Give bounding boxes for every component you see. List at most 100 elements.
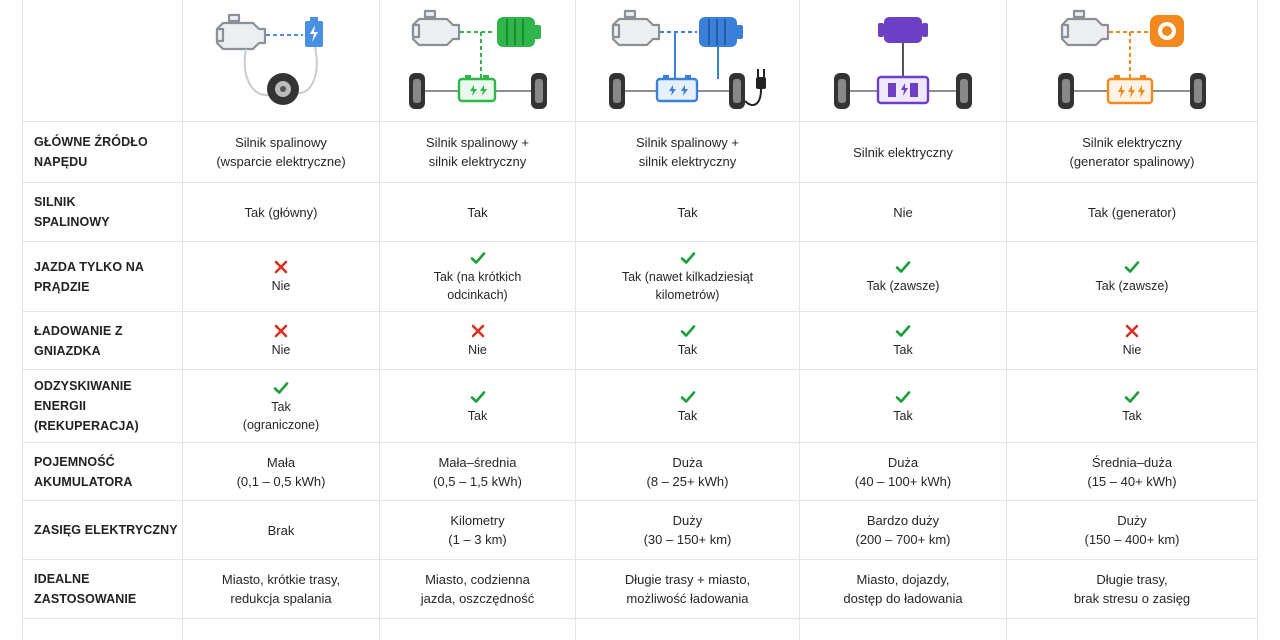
grid-line (1257, 0, 1258, 640)
cell-text: Tak (1122, 408, 1142, 423)
table-cell-hev: Tak (380, 370, 575, 442)
grid-line (22, 369, 1258, 370)
table-cell-mhev: Tak (ograniczone) (183, 370, 379, 442)
check-icon (470, 390, 485, 403)
cell-text: Nie (271, 343, 291, 357)
table-cell-hev: Kilometry (1 – 3 km) (380, 501, 575, 559)
row-label-text: POJEMNOŚĆ AKUMULATORA (34, 454, 133, 489)
cell-text: Bardzo duży (200 – 700+ km) (855, 513, 951, 547)
row-label-text: ŁADOWANIE Z GNIAZDKA (34, 323, 123, 358)
table-cell-bev: Tak (zawsze) (800, 242, 1006, 311)
table-cell-bev: Tak (800, 370, 1006, 442)
table-cell-mhev: Brak (183, 501, 379, 559)
cell-text: Tak (467, 204, 488, 220)
row-electric-range: ZASIĘG ELEKTRYCZNY Brak Kilometry (1 – 3 k… (22, 501, 1258, 559)
table-cell-phev: Tak (576, 183, 799, 241)
row-energy-recovery: ODZYSKIWANIE ENERGII (REKUPERACJA) Tak (o… (22, 370, 1258, 442)
cell-text: Tak (zawsze) (1095, 279, 1169, 293)
grid-line (1006, 0, 1007, 640)
row-label-text: IDEALNE ZASTOSOWANIE (34, 572, 137, 606)
row-label: IDEALNE ZASTOSOWANIE (34, 560, 182, 618)
grid-line (575, 0, 576, 640)
table-cell-phev: Długie trasy + miasto, możliwość ładowan… (576, 560, 799, 618)
cell-text: Tak (677, 204, 698, 220)
table-cell-bev: Bardzo duży (200 – 700+ km) (800, 501, 1006, 559)
check-icon (470, 252, 485, 264)
row-label-text: ZASIĘG ELEKTRYCZNY (34, 523, 178, 537)
cell-text: Silnik spalinowy + silnik elektryczny (636, 135, 739, 169)
grid-line (22, 618, 1258, 619)
table-cell-erev: Średnia–duża (15 – 40+ kWh) (1007, 443, 1257, 500)
cell-text: Silnik spalinowy + silnik elektryczny (426, 135, 529, 169)
grid-line (22, 182, 1258, 183)
table-cell-hev: Tak (na krótkich odcinkach) (380, 242, 575, 311)
table-cell-erev: Duży (150 – 400+ km) (1007, 501, 1257, 559)
table-cell-mhev: Nie (183, 242, 379, 311)
grid-line (182, 0, 183, 640)
cell-text: Tak (główny) (244, 204, 318, 220)
row-label: ZASIĘG ELEKTRYCZNY (34, 501, 182, 559)
row-label: ŁADOWANIE Z GNIAZDKA (34, 312, 182, 369)
table-cell-hev: Miasto, codzienna jazda, oszczędność (380, 560, 575, 618)
table-cell-hev: Tak (380, 183, 575, 241)
row-label: JAZDA TYLKO NA PRĄDZIE (34, 242, 182, 311)
comparison-table: GŁÓWNE ŹRÓDŁO NAPĘDU Silnik spalinowy (ws… (22, 0, 1258, 640)
engine-generator-battery-axle-icon (1007, 0, 1257, 120)
cell-text: Miasto, dojazdy, dostęp do ładowania (843, 572, 963, 606)
cross-icon (1125, 324, 1139, 338)
cell-text: Tak (893, 343, 913, 357)
motor-battery-axle-icon (800, 0, 1006, 120)
table-cell-mhev: Mała (0,1 – 0,5 kWh) (183, 443, 379, 500)
check-icon (1124, 261, 1140, 273)
row-main-drive: GŁÓWNE ŹRÓDŁO NAPĘDU Silnik spalinowy (ws… (22, 122, 1258, 182)
cell-text: Tak (467, 408, 488, 423)
cell-text: Duży (150 – 400+ km) (1084, 513, 1180, 547)
cell-text: Silnik spalinowy (wsparcie elektryczne) (216, 135, 346, 169)
table-cell-bev: Nie (800, 183, 1006, 241)
cell-text: Miasto, krótkie trasy, redukcja spalania (221, 572, 341, 606)
cell-text: Silnik elektryczny (853, 144, 953, 160)
cell-text: Tak (677, 408, 698, 423)
cell-text: Tak (nawet kilkadziesiąt kilometrów) (621, 270, 754, 302)
table-cell-erev: Tak (1007, 370, 1257, 442)
cell-text: Brak (267, 522, 295, 538)
cell-text: Mała–średnia (0,5 – 1,5 kWh) (433, 454, 522, 489)
row-label: ODZYSKIWANIE ENERGII (REKUPERACJA) (34, 370, 182, 442)
check-icon (680, 390, 695, 403)
cell-text: Tak (677, 343, 698, 357)
table-cell-erev: Silnik elektryczny (generator spalinowy) (1007, 122, 1257, 182)
row-label: GŁÓWNE ŹRÓDŁO NAPĘDU (34, 122, 182, 182)
cross-icon (274, 324, 288, 338)
table-cell-bev: Tak (800, 312, 1006, 369)
table-cell-hev: Nie (380, 312, 575, 369)
table-cell-phev: Tak (nawet kilkadziesiąt kilometrów) (576, 242, 799, 311)
grid-line (22, 442, 1258, 443)
cell-text: Silnik elektryczny (generator spalinowy) (1069, 135, 1195, 169)
cell-text: Duży (30 – 150+ km) (643, 513, 732, 547)
cell-text: Długie trasy + miasto, możliwość ładowan… (624, 572, 751, 606)
row-battery-capacity: POJEMNOŚĆ AKUMULATORA Mała (0,1 – 0,5 kWh… (22, 443, 1258, 500)
engine-motor-battery-axle-icon (380, 0, 575, 120)
cell-text: Tak (ograniczone) (242, 399, 320, 432)
row-ideal-use: IDEALNE ZASTOSOWANIE Miasto, krótkie tras… (22, 560, 1258, 618)
cell-text: Tak (generator) (1087, 204, 1177, 220)
table-cell-phev: Duży (30 – 150+ km) (576, 501, 799, 559)
row-label: POJEMNOŚĆ AKUMULATORA (34, 443, 182, 500)
check-icon (895, 390, 911, 403)
grid-line (379, 0, 380, 640)
table-cell-erev: Długie trasy, brak stresu o zasięg (1007, 560, 1257, 618)
table-cell-erev: Tak (zawsze) (1007, 242, 1257, 311)
row-combustion-engine: SILNIK SPALINOWY Tak (główny) Tak Tak Nie Tak… (22, 183, 1258, 241)
row-label-text: SILNIK SPALINOWY (34, 195, 110, 229)
cell-text: Średnia–duża (15 – 40+ kWh) (1087, 454, 1177, 489)
check-icon (895, 325, 911, 337)
check-icon (680, 252, 695, 264)
row-label-text: ODZYSKIWANIE ENERGII (REKUPERACJA) (34, 379, 139, 433)
table-cell-phev: Duża (8 – 25+ kWh) (576, 443, 799, 500)
table-cell-mhev: Tak (główny) (183, 183, 379, 241)
cell-text: Miasto, codzienna jazda, oszczędność (420, 572, 535, 606)
grid-line (22, 559, 1258, 560)
cell-text: Nie (1122, 343, 1142, 357)
grid-line (22, 121, 1258, 122)
table-cell-hev: Silnik spalinowy + silnik elektryczny (380, 122, 575, 182)
